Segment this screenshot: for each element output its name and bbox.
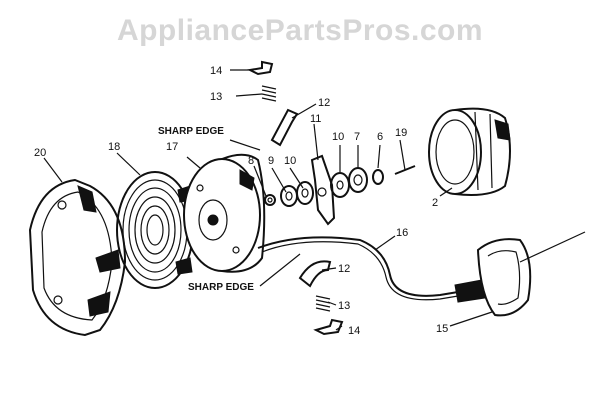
callout-9: 9 [268, 155, 274, 167]
part-9-washer [280, 185, 298, 207]
callout-13-top: 13 [210, 91, 222, 103]
part-14-clip-top [246, 60, 274, 76]
sharp-edge-label-top: SHARP EDGE [158, 126, 224, 137]
part-15-handle [454, 231, 586, 317]
callout-17: 17 [166, 141, 178, 153]
callout-7: 7 [354, 131, 360, 143]
callout-14-top: 14 [210, 65, 222, 77]
callout-6: 6 [377, 131, 383, 143]
part-14-clip-bottom [313, 318, 344, 336]
part-17-pulley [183, 153, 266, 273]
part-7-washer [348, 167, 368, 193]
part-10-washer-a [296, 181, 314, 205]
part-18-spring [116, 171, 194, 289]
callout-10-first: 10 [284, 155, 296, 167]
leader-lines [43, 69, 493, 331]
part-6-clip [372, 169, 384, 185]
sharp-edge-label-bottom: SHARP EDGE [188, 282, 254, 293]
callout-14-bottom: 14 [348, 325, 360, 337]
part-11-pawl [310, 154, 336, 226]
callout-15: 15 [436, 323, 448, 335]
part-12-bracket-top [270, 108, 299, 147]
part-12-bracket-bottom [298, 260, 332, 288]
part-2-housing [428, 107, 511, 196]
callout-12-bottom: 12 [338, 263, 350, 275]
callout-10-second: 10 [332, 131, 344, 143]
callout-18: 18 [108, 141, 120, 153]
part-20-cover [28, 178, 127, 337]
part-13-spring-bottom [315, 295, 331, 312]
callout-2: 2 [432, 197, 438, 209]
callout-8: 8 [248, 155, 254, 167]
callout-16: 16 [396, 227, 408, 239]
callout-20: 20 [34, 147, 46, 159]
callout-12-top: 12 [318, 97, 330, 109]
callout-11: 11 [310, 113, 321, 125]
watermark: AppliancePartsPros.com [116, 14, 484, 47]
part-10-washer-b [330, 172, 350, 198]
part-8-screw [264, 194, 276, 206]
part-13-spring-top [261, 85, 277, 102]
callout-13-bottom: 13 [338, 300, 350, 312]
callout-19: 19 [395, 127, 407, 139]
part-16-cable [257, 236, 471, 301]
